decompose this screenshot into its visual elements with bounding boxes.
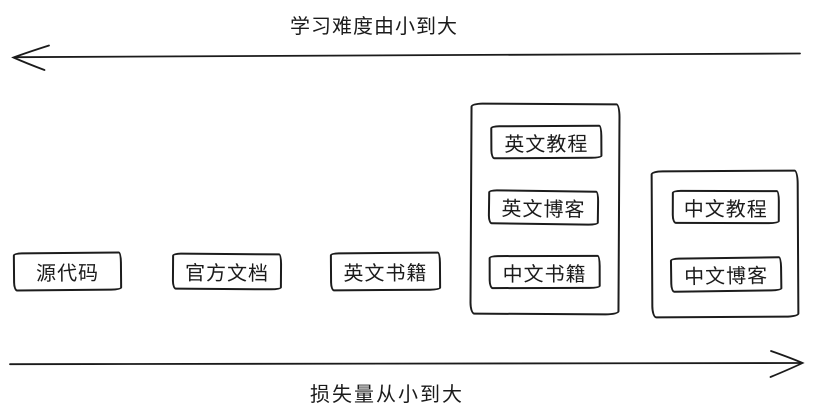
box-official-docs: 官方文档 (171, 252, 283, 291)
box-chinese-books-label: 中文书籍 (502, 263, 587, 286)
box-official-docs-label: 官方文档 (184, 262, 270, 286)
box-source-code-label: 源代码 (35, 262, 100, 286)
box-chinese-blogs-label: 中文博客 (684, 265, 769, 289)
box-english-blogs: 英文博客 (487, 189, 600, 226)
box-english-books-label: 英文书籍 (343, 262, 428, 286)
box-english-blogs-label: 英文博客 (501, 198, 586, 222)
left-arrow-icon (11, 44, 801, 71)
box-chinese-books: 中文书籍 (488, 254, 601, 290)
top-axis-label: 学习难度由小到大 (290, 16, 458, 38)
group-box-1: 英文教程 英文博客 中文书籍 (469, 102, 621, 316)
box-english-tutorials: 英文教程 (490, 124, 603, 160)
right-arrow-icon (9, 350, 805, 378)
bottom-axis-label: 损失量从小到大 (310, 384, 464, 406)
box-english-books: 英文书籍 (329, 251, 442, 292)
group-box-2: 中文教程 中文博客 (650, 169, 800, 319)
box-source-code: 源代码 (12, 251, 123, 292)
box-chinese-blogs: 中文博客 (669, 256, 783, 293)
box-chinese-tutorials: 中文教程 (671, 189, 780, 225)
box-chinese-tutorials-label: 中文教程 (683, 198, 768, 221)
box-english-tutorials-label: 英文教程 (504, 133, 589, 156)
